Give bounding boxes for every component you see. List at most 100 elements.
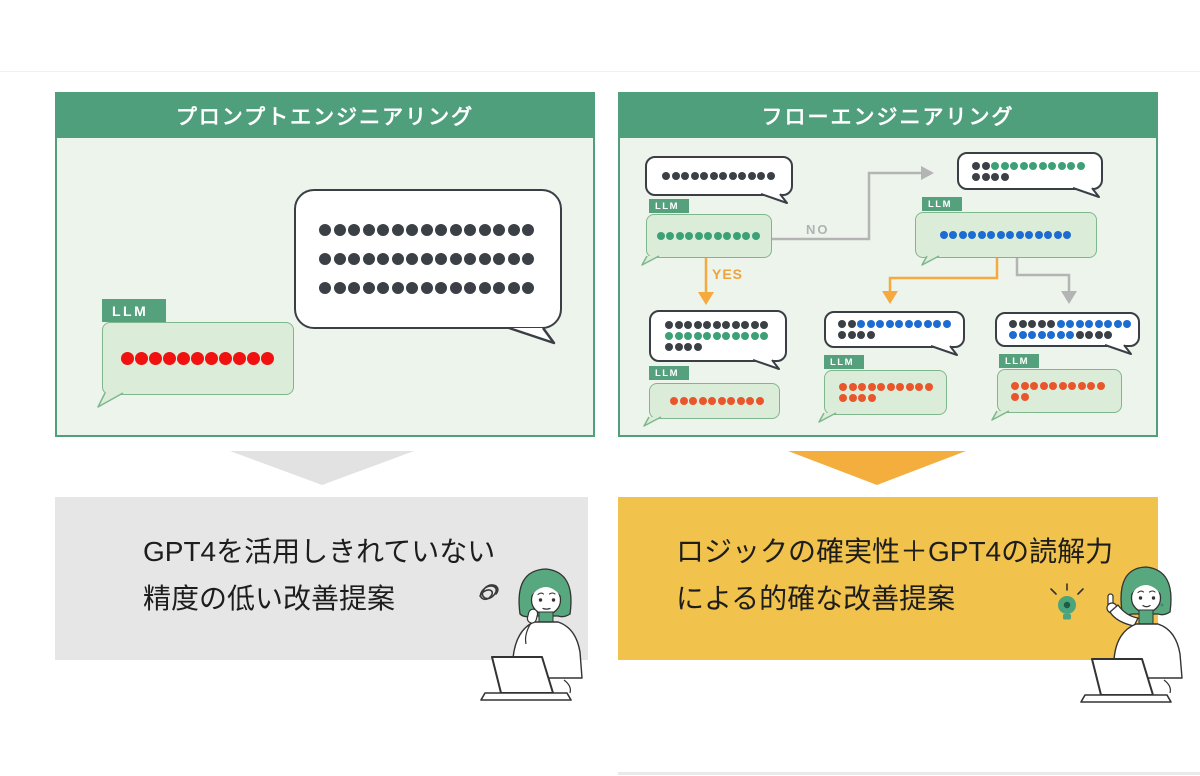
red-dot: [135, 352, 148, 365]
dot-row: [838, 331, 963, 339]
orange-dot: [848, 394, 857, 402]
dot-row: [916, 231, 1096, 239]
dot-row: [1011, 381, 1121, 390]
dark-dot: [348, 282, 361, 294]
blue-dot: [1085, 320, 1093, 328]
dark-dot: [838, 320, 846, 328]
dark-dot: [674, 343, 683, 351]
red-dot: [149, 352, 162, 365]
llm-tag: LLM: [649, 366, 689, 380]
green-dot: [1048, 161, 1056, 170]
bubble-tail: [508, 326, 556, 345]
green-dot: [675, 232, 684, 240]
doc-bubble-left: [649, 310, 787, 362]
dark-dot: [722, 321, 730, 329]
dark-dot: [493, 253, 506, 265]
dot-row: [296, 282, 560, 294]
scribble-icon: [479, 584, 499, 601]
dark-dot: [1047, 320, 1055, 328]
dark-dot: [731, 321, 740, 329]
blue-dot: [1028, 331, 1036, 339]
red-dot: [261, 352, 274, 365]
green-dot: [732, 232, 741, 240]
orange-dot: [867, 383, 876, 391]
red-dot: [121, 352, 134, 365]
arrow-down-icon: [698, 292, 714, 305]
green-dot: [731, 332, 740, 340]
dark-dot: [866, 331, 875, 339]
dark-dot: [449, 224, 462, 236]
blue-dot: [939, 231, 948, 239]
dot-row: [839, 394, 946, 402]
dark-dot: [406, 224, 419, 236]
dot-row: [103, 352, 293, 365]
green-dot: [991, 161, 999, 170]
green-dot: [723, 232, 732, 240]
orange-dot: [858, 383, 866, 391]
orange-dot: [708, 397, 716, 405]
dark-dot: [319, 282, 332, 294]
orange-dot: [1020, 392, 1029, 401]
red-dot: [177, 352, 190, 365]
dot-row: [1011, 392, 1121, 401]
blue-dot: [977, 231, 986, 239]
dot-row: [296, 253, 560, 265]
dark-dot: [333, 253, 346, 265]
blue-dot: [1053, 231, 1062, 239]
no-branch-label: NO: [806, 222, 830, 237]
dot-row: [665, 321, 785, 329]
red-dot: [247, 352, 260, 365]
dark-dot: [719, 172, 727, 180]
dark-dot: [464, 282, 477, 294]
dark-dot: [1018, 320, 1027, 328]
conclusion-right-line2: による的確な改善提案: [676, 583, 956, 614]
dot-row: [972, 161, 1101, 170]
orange-dot: [698, 397, 707, 405]
green-dot: [674, 332, 683, 340]
dark-dot: [760, 321, 768, 329]
dark-dot: [493, 282, 506, 294]
dark-dot: [972, 172, 980, 181]
orange-dot: [1058, 381, 1067, 390]
blue-dot: [1025, 231, 1033, 239]
blue-dot: [1056, 331, 1065, 339]
dark-dot: [435, 224, 448, 236]
conclusion-box-right: [618, 497, 1158, 660]
orange-dot: [877, 383, 885, 391]
dark-dot: [690, 172, 699, 180]
green-dot: [1057, 161, 1066, 170]
arrow-down-icon: [1061, 291, 1077, 304]
thinking-person-illustration: [479, 568, 583, 701]
conclusion-text-left: GPT4を活用しきれていない 精度の低い改善提案: [143, 528, 495, 622]
green-dot: [1076, 161, 1085, 170]
top-divider-line: [0, 71, 1200, 72]
blue-dot: [1066, 331, 1074, 339]
green-dot: [1029, 161, 1037, 170]
blue-dot: [857, 320, 865, 328]
dark-dot: [972, 161, 980, 170]
blue-dot: [942, 320, 951, 328]
orange-dot: [736, 397, 745, 405]
down-chevron-orange: [788, 451, 966, 485]
green-dot: [656, 232, 665, 240]
dark-dot: [981, 161, 990, 170]
dark-dot: [684, 343, 692, 351]
dark-dot: [319, 253, 332, 265]
llm-step2-output-bubble: [915, 212, 1097, 258]
input-prompt-bubble: [645, 156, 793, 196]
orange-dot: [905, 383, 914, 391]
orange-dot: [839, 383, 847, 391]
blue-dot: [1063, 231, 1071, 239]
dark-dot: [693, 321, 702, 329]
dark-dot: [703, 321, 711, 329]
down-chevron-gray: [230, 451, 414, 485]
red-dot: [163, 352, 176, 365]
dark-dot: [507, 224, 520, 236]
dark-dot: [1000, 172, 1009, 181]
blue-dot: [1009, 331, 1017, 339]
dark-dot: [391, 282, 404, 294]
bottom-divider-line: [618, 772, 1200, 775]
dark-dot: [420, 253, 433, 265]
orange-dot: [1039, 381, 1048, 390]
blue-dot: [1094, 320, 1103, 328]
